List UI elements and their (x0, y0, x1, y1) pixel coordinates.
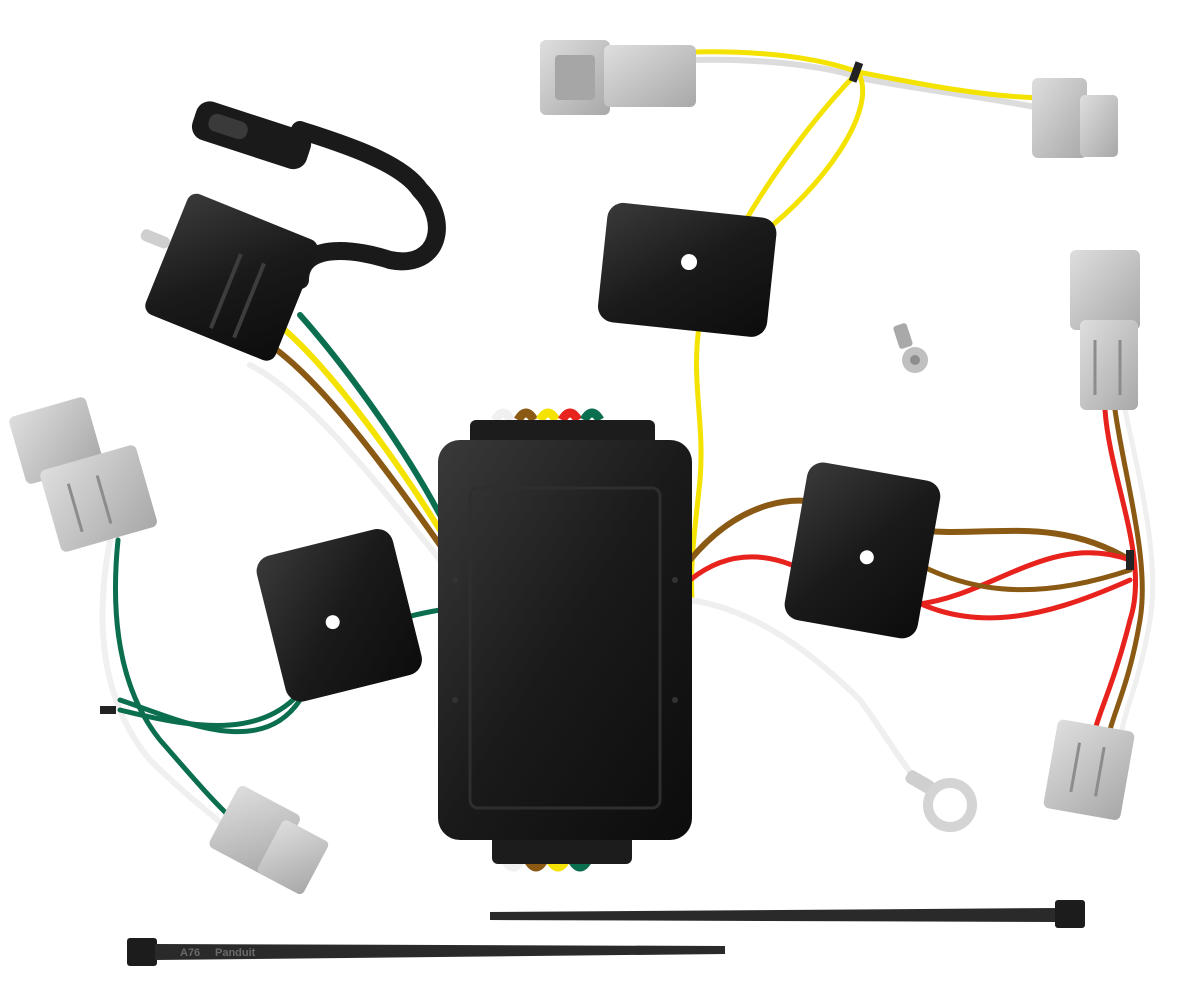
screw (893, 323, 928, 373)
zip-tie-lower: A76 Panduit (127, 938, 725, 966)
zip-tie-code: A76 (180, 947, 200, 959)
gray-connector-bottom-left (209, 785, 329, 895)
splice-block-top (597, 202, 777, 337)
wire-white-lowleft (99, 537, 243, 843)
gray-connector-top-left (540, 40, 696, 115)
zip-tie-upper (490, 900, 1085, 928)
dust-cap (191, 101, 312, 170)
wire-green-left (297, 312, 443, 518)
dust-cap-strap (291, 121, 446, 289)
wire-ties (100, 61, 1134, 714)
gray-connector-right-lower (1043, 719, 1135, 820)
wire-red-vertical (1092, 407, 1139, 733)
wire-brown-vertical (1107, 407, 1145, 733)
wire-yellow-down (689, 317, 704, 603)
wire-white-ground (687, 597, 933, 793)
wire-white-left (247, 362, 443, 563)
gray-connector-right-upper (1070, 250, 1140, 410)
ring-terminal (905, 770, 977, 832)
wire-yellow-loop-a (737, 69, 861, 233)
converter-module (438, 408, 692, 872)
wire-yellow-loop-b (757, 69, 866, 238)
wire-green-lowleft (112, 537, 248, 833)
flat-4-way-connector (140, 101, 446, 361)
wire-white-vertical (1119, 407, 1156, 733)
module-housing (438, 440, 692, 840)
zip-tie-brand: Panduit (215, 947, 256, 959)
gray-connector-top-right (1032, 78, 1118, 158)
wire-white-top (687, 56, 1043, 111)
gray-connector-left (9, 397, 157, 552)
splice-block-right (784, 462, 941, 639)
wire-yellow-left (282, 327, 443, 533)
wire-brown-left (267, 342, 443, 548)
module-panel (468, 486, 662, 810)
splice-block-left (256, 529, 422, 702)
